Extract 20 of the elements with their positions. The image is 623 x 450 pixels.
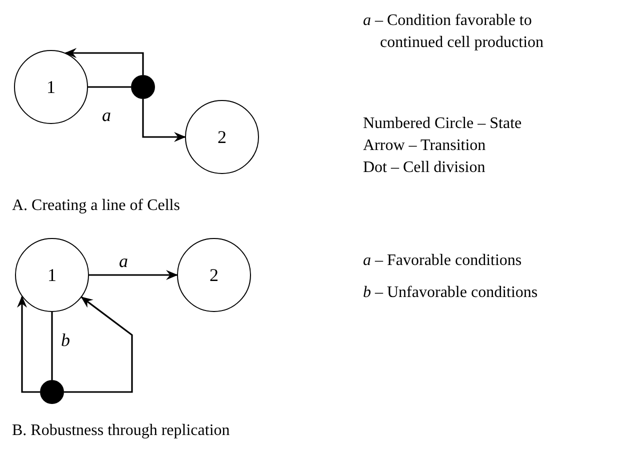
text-label: Arrow – Transition [363, 136, 487, 156]
text-label: A. Creating a line of Cells [12, 196, 181, 216]
state-number: 1 [46, 76, 56, 98]
edge-label: a [102, 106, 111, 124]
text-label: a – Favorable conditions [363, 251, 523, 271]
edge-label: b [61, 331, 70, 349]
edge-label: a [119, 252, 128, 270]
text-label: Numbered Circle – State [363, 114, 523, 134]
arrow [64, 48, 144, 75]
arrow [89, 270, 178, 280]
text-label: B. Robustness through replication [12, 421, 231, 441]
state-number: 1 [48, 264, 56, 286]
arrow [64, 296, 133, 393]
text-label: Dot – Cell division [363, 158, 486, 178]
text-label: a – Condition favorable to continued cell production [363, 11, 545, 53]
arrow [142, 99, 186, 142]
text-label: b – Unfavorable conditions [363, 283, 539, 303]
state-number: 2 [218, 126, 226, 148]
arrow [17, 296, 40, 393]
state-number: 2 [210, 264, 218, 286]
